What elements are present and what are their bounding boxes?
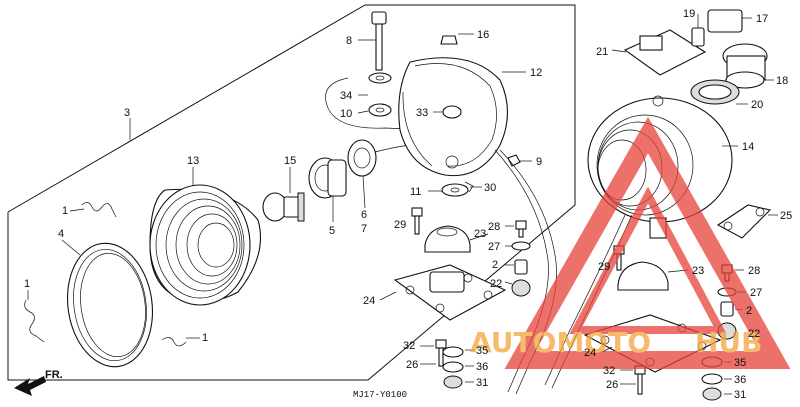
callout-c2b: 2 (746, 305, 752, 317)
callout-c7: 7 (361, 223, 367, 235)
callout-c6: 6 (361, 209, 367, 221)
watermark-word-right: HUB (695, 326, 763, 359)
callout-c16: 16 (477, 29, 489, 41)
callout-c25: 25 (780, 210, 792, 222)
front-direction-arrow: FR. (14, 369, 63, 396)
callout-c24b: 24 (584, 347, 596, 359)
right-bracket-25 (716, 204, 778, 239)
washers-upper (357, 72, 392, 117)
drawing-code: MJ17-Y0100 (353, 390, 407, 400)
callout-c23b: 23 (692, 265, 704, 277)
callout-c18: 18 (776, 75, 788, 87)
callout-c26a: 26 (406, 359, 418, 371)
callout-c11: 11 (410, 186, 421, 198)
callout-c28a: 28 (488, 221, 500, 233)
callout-c3: 3 (124, 107, 130, 119)
callout-c12: 12 (530, 67, 542, 79)
callout-c23a: 23 (474, 228, 486, 240)
callout-c29a: 29 (394, 219, 406, 231)
callout-c36a: 36 (476, 361, 488, 373)
callout-c8: 8 (346, 35, 352, 47)
bolt-29-left (411, 207, 423, 235)
fuse-19 (691, 14, 705, 47)
case-lower-hardware (428, 181, 482, 197)
callout-c22a: 22 (490, 278, 502, 290)
callout-c24a: 24 (363, 295, 375, 307)
left-bottom-hardware (420, 339, 474, 389)
callout-c2a: 2 (492, 259, 498, 271)
nut-9 (507, 154, 532, 167)
left-lower-bracket (379, 264, 507, 321)
relay-bracket (611, 29, 707, 76)
callout-c36b: 36 (734, 374, 746, 386)
headlight-bulb (262, 167, 305, 222)
assembly-outline (7, 4, 576, 381)
callout-c31a: 31 (476, 377, 488, 389)
callout-c10: 10 (340, 108, 352, 120)
callout-c20: 20 (751, 99, 763, 111)
callout-c4: 4 (58, 228, 64, 240)
callout-c15: 15 (284, 155, 296, 167)
rubber-sleeve (690, 79, 748, 105)
callout-c13: 13 (187, 155, 199, 167)
headlight-rim (61, 239, 154, 368)
nut-33 (433, 105, 462, 119)
callout-c35a: 35 (476, 345, 488, 357)
headlight-lens-unit (149, 167, 262, 306)
callout-c33: 33 (416, 107, 428, 119)
callout-c26b: 26 (606, 379, 618, 391)
left-upper-bracket (424, 225, 489, 253)
callout-c17: 17 (756, 13, 768, 25)
callout-c1a: 1 (62, 205, 68, 217)
callout-labels: 1 1 1 2 2 3 4 5 6 7 8 9 10 11 12 13 14 1… (24, 8, 792, 401)
callout-c32a: 32 (403, 340, 415, 352)
callout-c35b: 35 (734, 357, 746, 369)
callout-c22b: 22 (748, 328, 760, 340)
callout-c5: 5 (329, 225, 335, 237)
callout-c9: 9 (536, 156, 542, 168)
callout-c32b: 32 (603, 365, 615, 377)
callout-c19: 19 (683, 8, 695, 20)
callout-c21: 21 (596, 46, 608, 58)
callout-c27b: 27 (750, 287, 762, 299)
watermark-word-left: AUTOMOTO (470, 326, 651, 359)
spring-clips (24, 202, 200, 347)
relay-unit (707, 9, 752, 33)
callout-c30: 30 (484, 182, 496, 194)
callout-c31b: 31 (734, 389, 746, 401)
callout-c27a: 27 (488, 241, 500, 253)
callout-c1c: 1 (202, 332, 208, 344)
direction-label: FR. (45, 369, 63, 381)
mount-bolt (358, 11, 387, 71)
rubber-grommet (440, 33, 474, 45)
callout-c1b: 1 (24, 278, 30, 290)
callout-c28b: 28 (748, 265, 760, 277)
watermark: AUTOMOTO HUB (470, 116, 791, 369)
bulb-socket (308, 157, 347, 222)
left-spacer-stack (504, 220, 531, 297)
callout-c14: 14 (742, 141, 754, 153)
resistor-cylinder (722, 43, 774, 89)
callout-c29b: 29 (598, 261, 610, 273)
callout-c34: 34 (340, 90, 352, 102)
